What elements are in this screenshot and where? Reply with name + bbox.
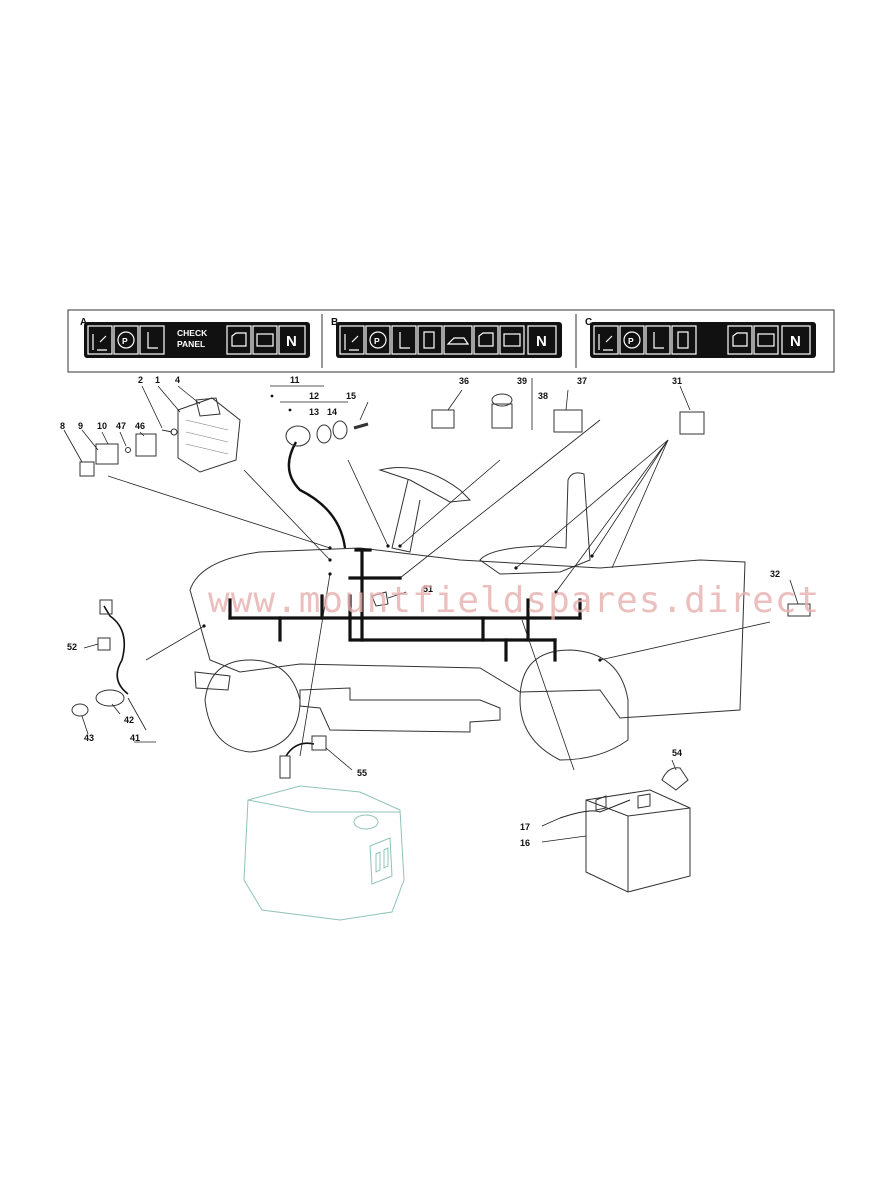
decal-a: P CHECK PANEL N bbox=[84, 322, 310, 358]
grassbox-icon bbox=[732, 332, 748, 347]
wiring-harness bbox=[228, 441, 582, 662]
decal-panel-strip: A B C P CHECK PANEL N bbox=[67, 309, 835, 373]
part-label-37: 37 bbox=[577, 376, 587, 386]
svg-text:P: P bbox=[374, 336, 380, 346]
svg-text:P: P bbox=[122, 336, 128, 346]
seat-switch-icon bbox=[653, 332, 664, 349]
fuse bbox=[79, 461, 95, 477]
part-label-4: 4 bbox=[175, 375, 180, 385]
part-label-31: 31 bbox=[672, 376, 682, 386]
ignition-key bbox=[353, 422, 369, 430]
part-label-17: 17 bbox=[520, 822, 530, 832]
part-label-39: 39 bbox=[517, 376, 527, 386]
grassbox-icon bbox=[478, 332, 494, 347]
part-label-42: 42 bbox=[124, 715, 134, 725]
oil-can-icon bbox=[446, 337, 470, 345]
micro-switch bbox=[787, 603, 811, 617]
relay-10 bbox=[95, 443, 119, 465]
part-label-52: 52 bbox=[67, 642, 77, 652]
parking-icon bbox=[369, 331, 387, 349]
seat-icon bbox=[598, 334, 613, 351]
section-label-b: B bbox=[331, 317, 338, 328]
neutral-icon: N bbox=[286, 333, 297, 350]
switch-31 bbox=[679, 411, 705, 435]
part-label-36: 36 bbox=[459, 376, 469, 386]
components bbox=[71, 393, 811, 893]
section-label-a: A bbox=[80, 317, 87, 328]
seat-switch-icon bbox=[399, 332, 410, 349]
bulb-holder bbox=[95, 689, 125, 707]
part-label-51: 51 bbox=[423, 584, 433, 594]
part-label-11: 11 bbox=[290, 375, 300, 385]
check-panel-line2: PANEL bbox=[177, 339, 205, 349]
part-label-38: 38 bbox=[538, 391, 548, 401]
relay bbox=[135, 433, 157, 457]
bulb bbox=[71, 703, 89, 717]
parking-icon bbox=[117, 331, 135, 349]
parking-icon bbox=[623, 331, 641, 349]
part-label-13: 13 bbox=[309, 407, 319, 417]
fuel-icon bbox=[677, 331, 689, 349]
battery bbox=[585, 789, 691, 893]
part-label-10: 10 bbox=[97, 421, 107, 431]
push-button bbox=[491, 393, 513, 407]
fuel-icon bbox=[423, 331, 435, 349]
section-label-c: C bbox=[585, 317, 592, 328]
watermark: www.mountfieldspares.direct bbox=[208, 580, 820, 621]
part-label-1: 1 bbox=[155, 375, 160, 385]
neutral-icon: N bbox=[790, 333, 801, 350]
ignition-switch bbox=[285, 425, 311, 447]
part-label-9: 9 bbox=[78, 421, 83, 431]
fuel-tank bbox=[243, 785, 405, 921]
circuit-board bbox=[177, 397, 241, 473]
part-label-14: 14 bbox=[327, 407, 337, 417]
part-label-15: 15 bbox=[346, 391, 356, 401]
part-label-46: 46 bbox=[135, 421, 145, 431]
part-label-8: 8 bbox=[60, 421, 65, 431]
battery-icon bbox=[503, 333, 521, 347]
seat-switch-icon bbox=[147, 332, 158, 349]
tractor-outline bbox=[189, 467, 746, 761]
battery-icon bbox=[256, 333, 274, 347]
terminal-cover bbox=[661, 767, 689, 791]
neutral-icon: N bbox=[536, 333, 547, 350]
part-label-32: 32 bbox=[770, 569, 780, 579]
oil-can-icon bbox=[231, 332, 247, 347]
part-label-12: 12 bbox=[309, 391, 319, 401]
check-panel-line1: CHECK bbox=[177, 328, 208, 338]
part-label-16: 16 bbox=[520, 838, 530, 848]
switch-37 bbox=[553, 409, 583, 433]
rocker-switch bbox=[431, 409, 455, 429]
battery-icon bbox=[757, 333, 775, 347]
seat-icon bbox=[344, 334, 359, 351]
svg-text:P: P bbox=[628, 336, 634, 346]
part-label-47: 47 bbox=[116, 421, 126, 431]
part-label-2: 2 bbox=[138, 375, 143, 385]
part-labels: 2 1 4 8 9 10 47 46 11 12 13 14 15 36 39 … bbox=[60, 375, 780, 848]
leader-lines bbox=[63, 378, 799, 843]
part-label-54: 54 bbox=[672, 748, 682, 758]
part-label-41: 41 bbox=[130, 733, 140, 743]
decal-b: P N bbox=[336, 322, 562, 358]
panel-frame bbox=[67, 309, 835, 373]
part-label-43: 43 bbox=[84, 733, 94, 743]
part-label-55: 55 bbox=[357, 768, 367, 778]
decal-c: P N bbox=[590, 322, 816, 358]
seat-icon bbox=[87, 325, 113, 355]
